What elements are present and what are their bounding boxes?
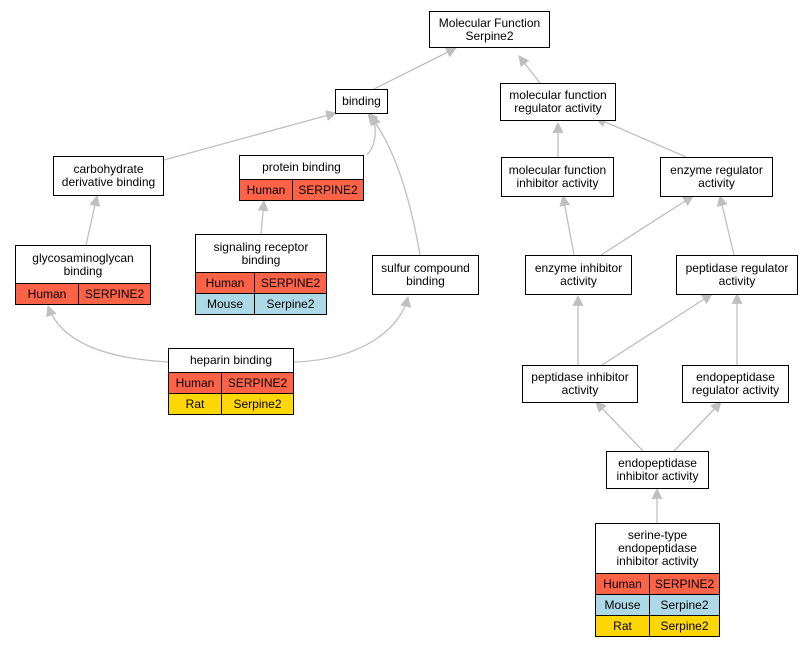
node-endopeptidase-inhibitor-activity[interactable]: endopeptidase inhibitor activity xyxy=(606,451,709,489)
node-enzyme-regulator-activity[interactable]: enzyme regulator activity xyxy=(660,157,773,197)
node-molecular-function-inhibitor-activity[interactable]: molecular function inhibitor activity xyxy=(501,157,614,197)
node-label: molecular function regulator activity xyxy=(501,84,615,120)
node-label: protein binding xyxy=(240,156,363,179)
node-molecular-function[interactable]: Molecular Function Serpine2 xyxy=(429,11,550,48)
annotation-gene: SERPINE2 xyxy=(227,375,288,390)
node-label: enzyme regulator activity xyxy=(661,158,772,196)
edge-carbohydrate-derivative-to-binding xyxy=(163,110,338,161)
edge-enzyme-regulator-to-mf-regulator xyxy=(594,116,687,158)
node-label: endopeptidase inhibitor activity xyxy=(607,452,708,488)
node-label: signaling receptor binding xyxy=(196,235,326,272)
node-label: sulfur compound binding xyxy=(373,256,478,294)
annotation-species: Human xyxy=(240,180,293,200)
annotation-species: Rat xyxy=(596,616,650,636)
edge-peptidase-inhibitor-to-peptidase-regulator xyxy=(601,293,713,366)
node-label: peptidase regulator activity xyxy=(677,256,797,294)
annotation-row: Human SERPINE2 xyxy=(596,573,719,594)
node-label: carbohydrate derivative binding xyxy=(54,157,163,195)
node-label: peptidase inhibitor activity xyxy=(523,366,637,402)
node-peptidase-inhibitor-activity[interactable]: peptidase inhibitor activity xyxy=(522,365,638,403)
edge-heparin-to-sulfur-compound xyxy=(293,295,412,363)
edge-endopeptidase-inhibitor-to-endopeptidase-regulator xyxy=(673,401,722,452)
annotation-gene: Serpine2 xyxy=(660,597,709,612)
node-label: glycosaminoglycan binding xyxy=(16,246,150,283)
node-label: serine-type endopeptidase inhibitor acti… xyxy=(596,524,719,573)
edge-binding-to-molecular-function xyxy=(373,47,457,90)
annotation-gene: Serpine2 xyxy=(233,396,282,411)
annotation-species: Mouse xyxy=(596,595,650,615)
edge-endopeptidase-inhibitor-to-peptidase-inhibitor xyxy=(595,401,644,452)
annotation-row: Mouse Serpine2 xyxy=(196,293,326,314)
annotation-row: Rat Serpine2 xyxy=(596,615,719,636)
edge-heparin-to-glycosaminoglycan xyxy=(46,304,169,363)
annotation-gene: Serpine2 xyxy=(266,296,315,311)
annotation-row: Human SERPINE2 xyxy=(16,283,150,304)
node-signaling-receptor-binding[interactable]: signaling receptor binding Human SERPINE2… xyxy=(195,234,327,315)
edge-signaling-receptor-to-protein-binding xyxy=(257,199,269,235)
annotation-species: Human xyxy=(596,574,650,594)
node-molecular-function-regulator-activity[interactable]: molecular function regulator activity xyxy=(500,83,616,121)
node-glycosaminoglycan-binding[interactable]: glycosaminoglycan binding Human SERPINE2 xyxy=(15,245,151,305)
node-serine-type-endopeptidase-inhibitor-activity[interactable]: serine-type endopeptidase inhibitor acti… xyxy=(595,523,720,637)
node-carbohydrate-derivative-binding[interactable]: carbohydrate derivative binding xyxy=(53,156,164,196)
annotation-row: Human SERPINE2 xyxy=(169,372,293,393)
node-label: binding xyxy=(336,90,387,113)
annotation-species: Rat xyxy=(169,394,222,414)
annotation-row: Rat Serpine2 xyxy=(169,393,293,414)
annotation-row: Human SERPINE2 xyxy=(240,179,363,200)
annotation-row: Human SERPINE2 xyxy=(196,272,326,293)
node-sulfur-compound-binding[interactable]: sulfur compound binding xyxy=(372,255,479,295)
annotation-gene: SERPINE2 xyxy=(84,286,145,301)
annotation-species: Human xyxy=(169,373,222,393)
annotation-gene: SERPINE2 xyxy=(654,576,715,591)
node-label: molecular function inhibitor activity xyxy=(502,158,613,196)
annotation-row: Mouse Serpine2 xyxy=(596,594,719,615)
annotation-species: Mouse xyxy=(196,294,255,314)
node-binding[interactable]: binding xyxy=(335,89,388,114)
edge-peptidase-regulator-to-enzyme-regulator xyxy=(716,194,735,256)
edge-glycosaminoglycan-to-carbohydrate-derivative xyxy=(85,194,101,246)
annotation-gene: SERPINE2 xyxy=(298,182,358,197)
node-endopeptidase-regulator-activity[interactable]: endopeptidase regulator activity xyxy=(682,365,789,403)
node-label: enzyme inhibitor activity xyxy=(526,256,631,294)
edge-enzyme-inhibitor-to-enzyme-regulator xyxy=(600,195,694,256)
edge-sulfur-compound-to-binding xyxy=(367,112,421,256)
annotation-gene: SERPINE2 xyxy=(260,275,321,290)
annotation-gene: Serpine2 xyxy=(660,618,709,633)
node-label: heparin binding xyxy=(169,349,293,372)
edge-mf-regulator-to-molecular-function xyxy=(518,55,541,84)
node-enzyme-inhibitor-activity[interactable]: enzyme inhibitor activity xyxy=(525,255,632,295)
annotation-species: Human xyxy=(196,273,255,293)
node-protein-binding[interactable]: protein binding Human SERPINE2 xyxy=(239,155,364,201)
annotation-species: Human xyxy=(16,284,79,304)
node-peptidase-regulator-activity[interactable]: peptidase regulator activity xyxy=(676,255,798,295)
node-label: Molecular Function Serpine2 xyxy=(430,12,549,47)
node-label: endopeptidase regulator activity xyxy=(683,366,788,402)
edge-enzyme-inhibitor-to-mf-inhibitor xyxy=(559,194,575,256)
